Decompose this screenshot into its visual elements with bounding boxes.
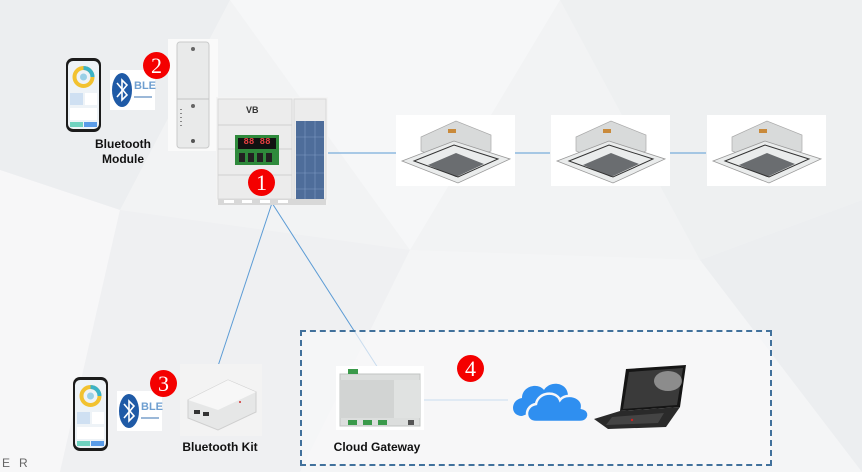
indoor-unit-1 xyxy=(396,115,515,186)
ble-logo-bottom: BLE xyxy=(117,391,163,431)
outdoor-unit-display: 88 88 xyxy=(243,137,271,147)
ble-text: BLE xyxy=(141,401,163,413)
smartphone-app-bottom xyxy=(72,376,109,452)
bluetooth-module-device xyxy=(168,39,218,151)
badge-1: 1 xyxy=(248,169,275,196)
cloud-icon xyxy=(508,374,592,424)
badge-4: 4 xyxy=(457,355,484,382)
cassette-icon xyxy=(555,120,667,184)
badge-3: 3 xyxy=(150,370,177,397)
indoor-unit-3 xyxy=(707,115,826,186)
cloud-gateway-device xyxy=(336,366,424,430)
bluetooth-kit-label: Bluetooth Kit xyxy=(182,440,258,454)
outdoor-unit-brand: VB xyxy=(246,105,259,115)
smartphone-app-top xyxy=(65,57,102,133)
bluetooth-module-label: Bluetooth Module xyxy=(78,137,168,167)
corner-text: ER xyxy=(2,456,37,470)
badge-2: 2 xyxy=(143,52,170,79)
ble-logo-top: BLE xyxy=(110,70,156,110)
indoor-unit-2 xyxy=(551,115,670,186)
ble-text: BLE xyxy=(134,80,156,92)
laptop-icon xyxy=(592,365,690,431)
bluetooth-module-label-line1: Bluetooth xyxy=(95,137,151,151)
cloud-gateway-label: Cloud Gateway xyxy=(333,440,421,454)
cassette-icon xyxy=(400,120,512,184)
bluetooth-module-label-line2: Module xyxy=(102,152,144,166)
edge-odu-btkit xyxy=(217,202,273,367)
bluetooth-kit-device xyxy=(180,364,262,436)
cassette-icon xyxy=(711,120,823,184)
